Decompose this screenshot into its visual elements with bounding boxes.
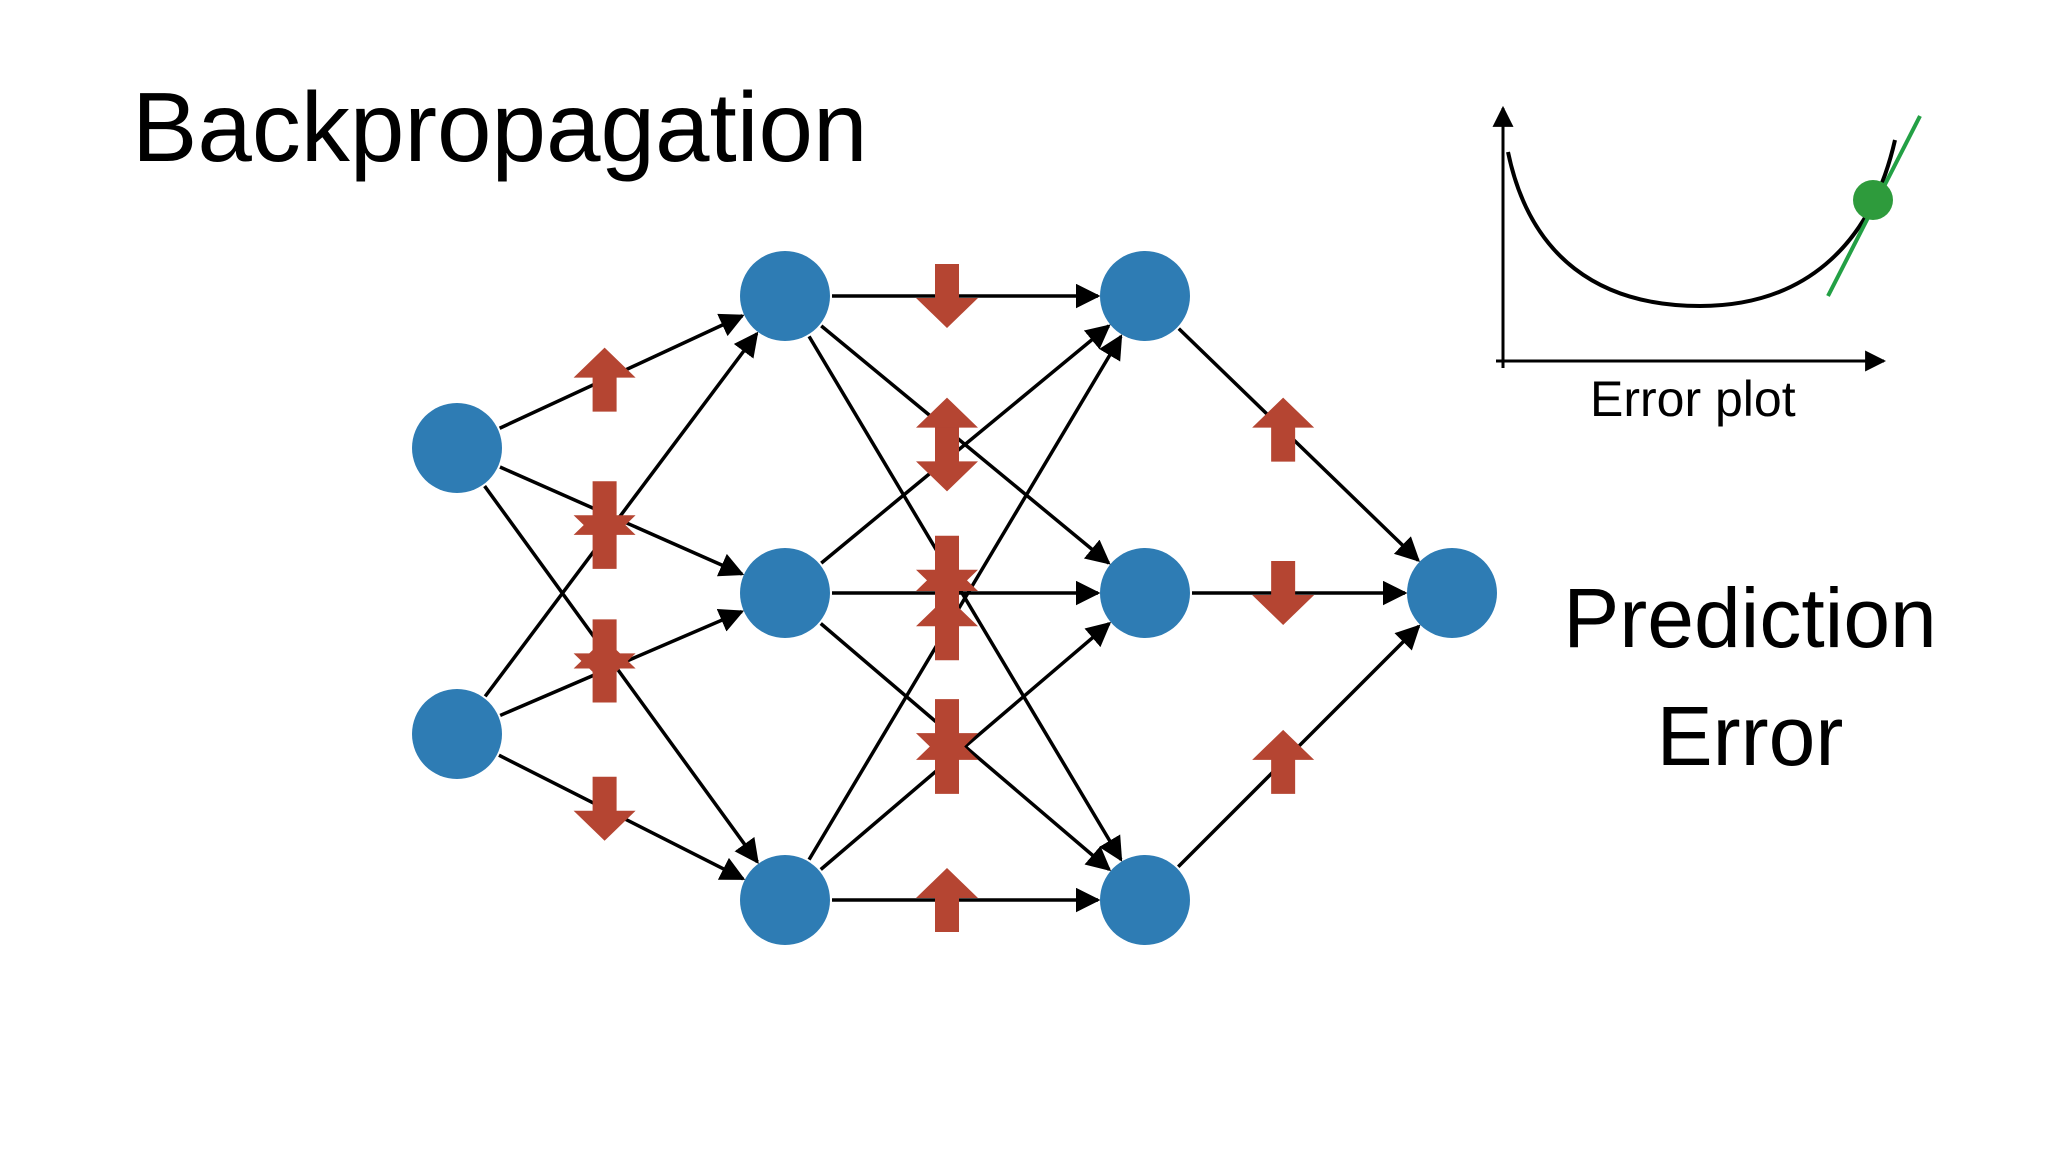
weight-up-arrow-icon <box>1252 729 1315 794</box>
edge-l1-n2-to-l2-n1 <box>819 621 1112 871</box>
neuron-layer0-node0 <box>412 403 502 493</box>
weight-up-arrow-icon <box>1252 397 1315 462</box>
weight-up-arrow-icon <box>573 347 636 412</box>
prediction-error-label: Prediction Error <box>1520 560 1980 795</box>
error-plot <box>1492 105 1922 372</box>
prediction-error-line-1: Prediction <box>1563 571 1937 665</box>
weight-down-arrow-icon <box>1252 561 1315 625</box>
neuron-layer1-node0 <box>740 251 830 341</box>
edge-l2-n0-to-l3-n0 <box>1177 327 1420 563</box>
weight-up-arrow-icon <box>916 729 978 794</box>
weight-up-arrow-icon <box>916 868 978 932</box>
neuron-layer2-node0 <box>1100 251 1190 341</box>
neuron-layer1-node1 <box>740 548 830 638</box>
slide-title: Backpropagation <box>132 72 868 182</box>
weight-up-arrow-icon <box>916 596 978 661</box>
error-plot-label: Error plot <box>1590 371 1796 427</box>
weight-down-arrow-icon <box>916 264 978 328</box>
edge-l1-n2-to-l2-n0 <box>807 334 1123 861</box>
edge-l0-n0-to-l1-n2 <box>483 485 759 864</box>
neuron-layer0-node1 <box>412 689 502 779</box>
weight-down-arrow-icon <box>573 776 636 841</box>
current-error-point <box>1853 180 1893 220</box>
neuron-layer2-node1 <box>1100 548 1190 638</box>
neuron-layer2-node2 <box>1100 855 1190 945</box>
neuron-layer1-node2 <box>740 855 830 945</box>
edge-l0-n1-to-l1-n0 <box>483 331 759 698</box>
prediction-error-line-2: Error <box>1656 688 1844 783</box>
edge-l1-n1-to-l2-n0 <box>820 324 1111 565</box>
weight-up-arrow-icon <box>573 638 636 703</box>
weight-down-arrow-icon <box>916 427 978 492</box>
weight-up-arrow-icon <box>916 561 978 625</box>
neuron-layer3-node0 <box>1407 548 1497 638</box>
weight-up-arrow-icon <box>573 504 636 569</box>
error-curve <box>1506 139 1897 309</box>
